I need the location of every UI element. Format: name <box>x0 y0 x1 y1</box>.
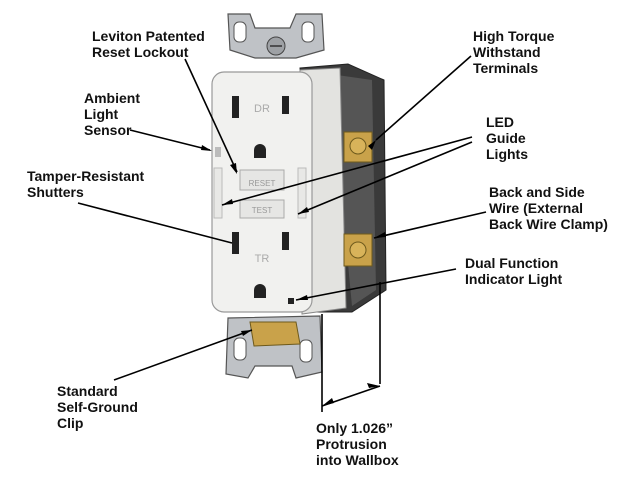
top-ground-hole <box>254 144 266 158</box>
indicator-light <box>288 298 294 304</box>
top-neutral-slot <box>232 96 239 118</box>
label-led-guide: LED Guide Lights <box>486 114 528 162</box>
label-reset-lockout: Leviton Patented Reset Lockout <box>92 28 205 60</box>
mounting-strap-bottom <box>225 315 323 379</box>
leader-lines <box>77 55 487 412</box>
led-guide-right <box>297 167 307 219</box>
leader-led-guide-right <box>297 141 473 215</box>
face-mark-top: DR <box>254 103 270 115</box>
self-ground-clip <box>249 321 301 347</box>
leader-back-side-wire <box>373 211 487 239</box>
test-button-text: TEST <box>252 206 273 215</box>
label-protrusion: Only 1.026” Protrusion into Wallbox <box>316 420 399 468</box>
leader-tamper-resistant <box>77 202 233 244</box>
bottom-ground-hole <box>254 284 266 298</box>
leader-high-torque <box>375 55 472 141</box>
leader-self-ground <box>113 329 253 381</box>
label-back-side-wire: Back and Side Wire (External Back Wire C… <box>489 184 608 232</box>
test-button <box>239 199 285 219</box>
ambient-light-sensor <box>215 147 221 157</box>
label-self-ground: Standard Self-Ground Clip <box>57 383 138 431</box>
label-tamper-resistant: Tamper-Resistant Shutters <box>27 168 145 200</box>
reset-button-text: RESET <box>249 179 276 188</box>
side-terminals <box>343 131 373 267</box>
label-dual-function: Dual Function Indicator Light <box>465 255 563 287</box>
led-guide-left <box>213 167 223 219</box>
label-ambient-light: Ambient Light Sensor <box>84 90 140 138</box>
bottom-neutral-slot <box>232 232 239 254</box>
label-high-torque: High Torque Withstand Terminals <box>473 28 555 76</box>
arrowheads <box>201 140 386 406</box>
leader-ambient-light <box>129 129 211 151</box>
outlet-face: DR RESET TEST TR <box>211 71 313 313</box>
leader-dual-function <box>295 268 457 301</box>
reset-button <box>239 169 285 191</box>
bottom-hot-slot <box>282 232 289 250</box>
top-hot-slot <box>282 96 289 114</box>
leader-led-guide-left <box>221 136 473 206</box>
leader-reset-lockout <box>184 58 238 173</box>
face-mark-bottom: TR <box>255 253 270 265</box>
mounting-strap-top <box>227 13 325 59</box>
